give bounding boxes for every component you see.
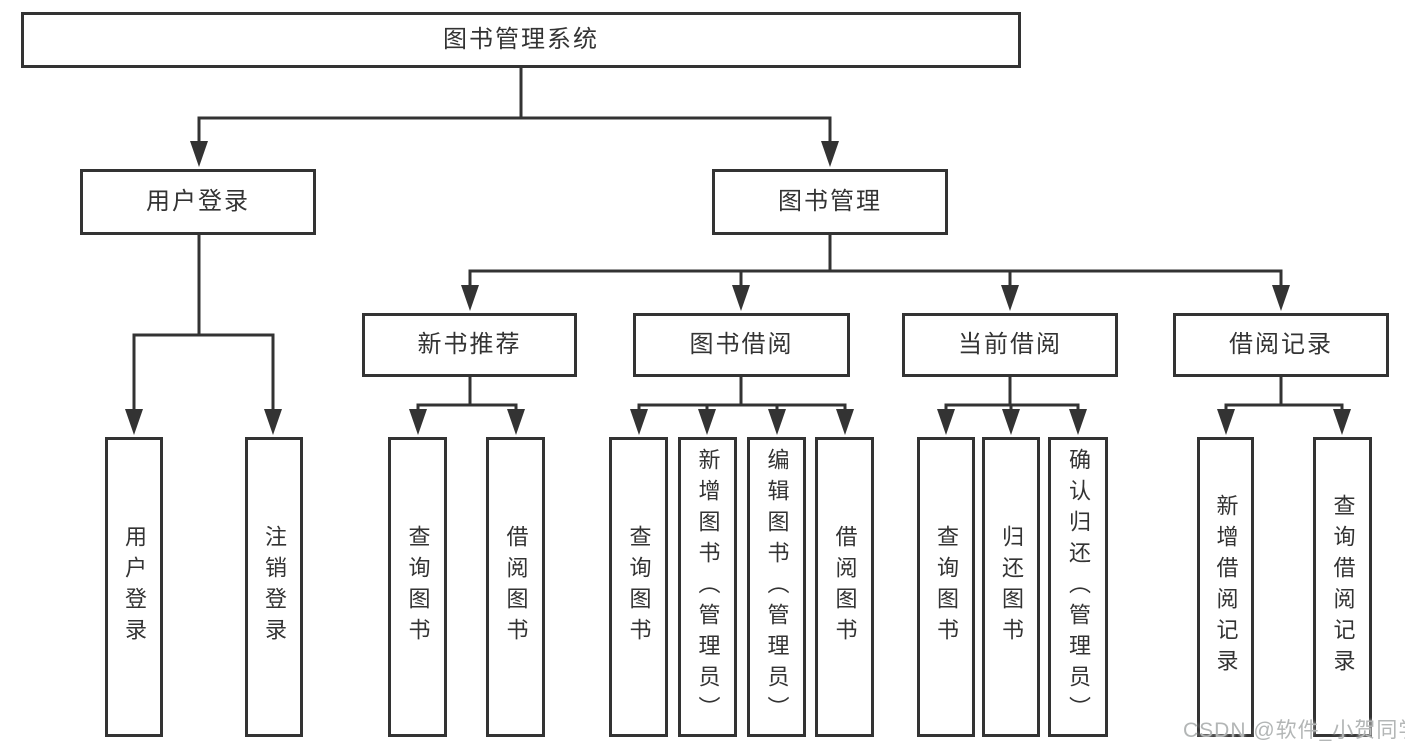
node-label: 查询图书 (934, 525, 959, 649)
node-library-management-system: 图书管理系统 (21, 12, 1021, 68)
leaf-return-books: 归还图书 (982, 437, 1040, 737)
node-label: 新增借阅记录 (1213, 494, 1239, 680)
node-label: 借阅图书 (832, 525, 858, 649)
node-label: 借阅记录 (1229, 331, 1333, 358)
node-book-management: 图书管理 (712, 169, 948, 235)
leaf-query-borrow-record: 查询借阅记录 (1313, 437, 1372, 737)
leaf-confirm-return-admin: 确认归还（管理员） (1048, 437, 1108, 737)
leaf-query-books-recommend: 查询图书 (388, 437, 447, 737)
leaf-query-books-borrow: 查询图书 (609, 437, 668, 737)
node-label: 图书管理 (778, 188, 882, 215)
edges-current-borrow-children (937, 375, 1087, 435)
edges-book-management-children (461, 232, 1290, 311)
node-label: 查询图书 (626, 525, 652, 649)
leaf-borrow-books: 借阅图书 (815, 437, 874, 737)
node-label: 当前借阅 (958, 331, 1062, 358)
node-label: 确认归还（管理员） (1066, 447, 1091, 727)
node-new-book-recommend: 新书推荐 (362, 313, 577, 377)
node-label: 归还图书 (999, 525, 1024, 649)
node-book-borrow: 图书借阅 (633, 313, 850, 377)
edges-root-to-level2 (190, 66, 839, 167)
node-label: 查询图书 (405, 525, 431, 649)
edges-user-login-children (125, 232, 282, 435)
node-label: 编辑图书（管理员） (764, 447, 790, 727)
node-label: 图书借阅 (689, 331, 794, 358)
edges-borrow-record-children (1217, 375, 1351, 435)
node-user-login: 用户登录 (80, 169, 316, 235)
leaf-borrow-books-recommend: 借阅图书 (486, 437, 545, 737)
node-label: 图书管理系统 (443, 26, 599, 53)
node-label: 新增图书（管理员） (695, 447, 721, 727)
leaf-logout: 注销登录 (245, 437, 303, 737)
leaf-add-borrow-record: 新增借阅记录 (1197, 437, 1254, 737)
edges-book-borrow-children (630, 375, 854, 435)
leaf-add-books-admin: 新增图书（管理员） (678, 437, 737, 737)
node-label: 借阅图书 (503, 525, 529, 649)
watermark: CSDN @软件_小贺同学 (1183, 719, 1405, 742)
node-current-borrow: 当前借阅 (902, 313, 1118, 377)
edges-new-book-recommend-children (409, 375, 525, 435)
node-label: 新书推荐 (417, 331, 522, 358)
node-label: 查询借阅记录 (1330, 494, 1356, 680)
node-label: 用户登录 (122, 525, 147, 649)
leaf-edit-books-admin: 编辑图书（管理员） (747, 437, 806, 737)
leaf-query-books-current: 查询图书 (917, 437, 975, 737)
node-borrow-record: 借阅记录 (1173, 313, 1389, 377)
leaf-user-login: 用户登录 (105, 437, 163, 737)
node-label: 用户登录 (146, 188, 250, 215)
node-label: 注销登录 (262, 525, 287, 649)
